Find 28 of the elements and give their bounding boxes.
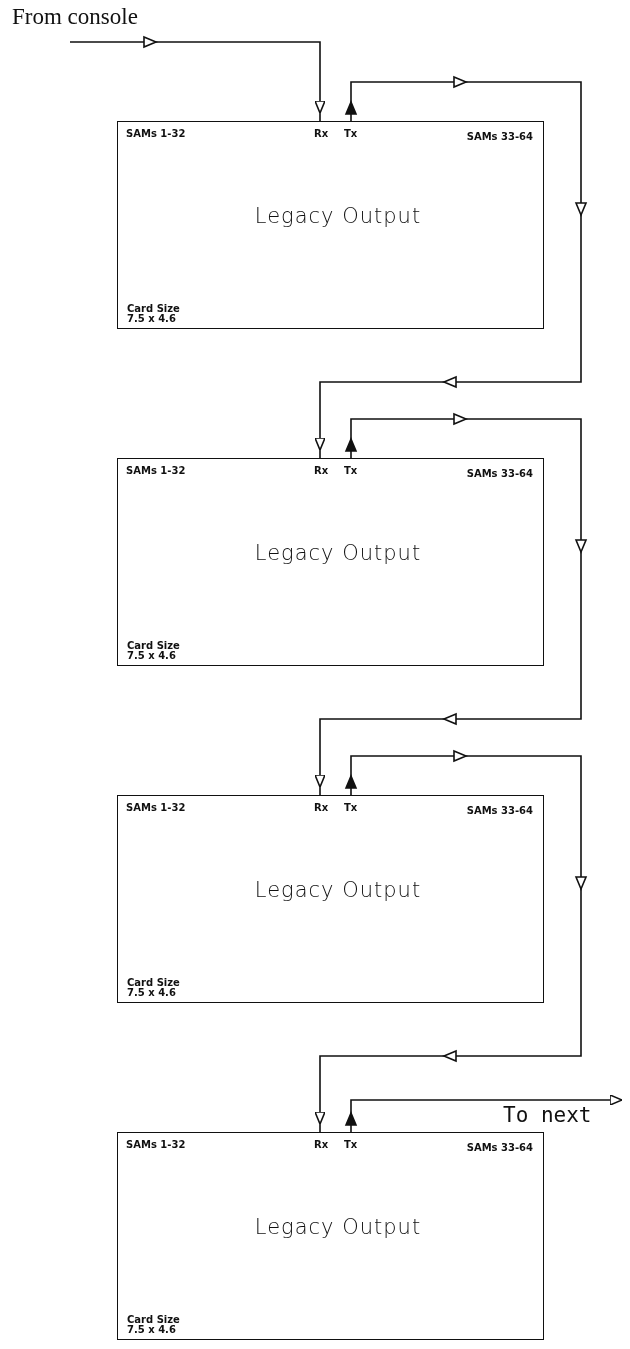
port-label: SAMs 33-64 [466, 805, 533, 816]
port-label: Rx [314, 1139, 329, 1150]
port-label: Rx [314, 128, 329, 139]
port-label: Rx [314, 465, 329, 476]
port-label: Tx [344, 128, 358, 139]
card-box [117, 121, 544, 329]
card-title: Legacy Output [254, 204, 422, 228]
port-label: SAMs 1-32 [126, 128, 186, 139]
card-box [117, 795, 544, 1003]
card-size-note: Card Size 7.5 x 4.6 [127, 641, 181, 661]
port-label: Tx [344, 1139, 358, 1150]
port-label: SAMs 33-64 [466, 468, 533, 479]
port-label: Tx [344, 465, 358, 476]
port-label: SAMs 1-32 [126, 1139, 186, 1150]
card-size-note: Card Size 7.5 x 4.6 [127, 1315, 181, 1335]
card-box [117, 458, 544, 666]
card-size-note: Card Size 7.5 x 4.6 [127, 978, 181, 998]
port-label: Tx [344, 802, 358, 813]
port-label: SAMs 1-32 [126, 802, 186, 813]
port-label: SAMs 33-64 [466, 131, 533, 142]
card-box [117, 1132, 544, 1340]
card-title: Legacy Output [254, 878, 422, 902]
port-label: SAMs 1-32 [126, 465, 186, 476]
card-title: Legacy Output [254, 541, 422, 565]
card-size-note: Card Size 7.5 x 4.6 [127, 304, 181, 324]
card-title: Legacy Output [254, 1215, 422, 1239]
port-label: SAMs 33-64 [466, 1142, 533, 1153]
port-label: Rx [314, 802, 329, 813]
